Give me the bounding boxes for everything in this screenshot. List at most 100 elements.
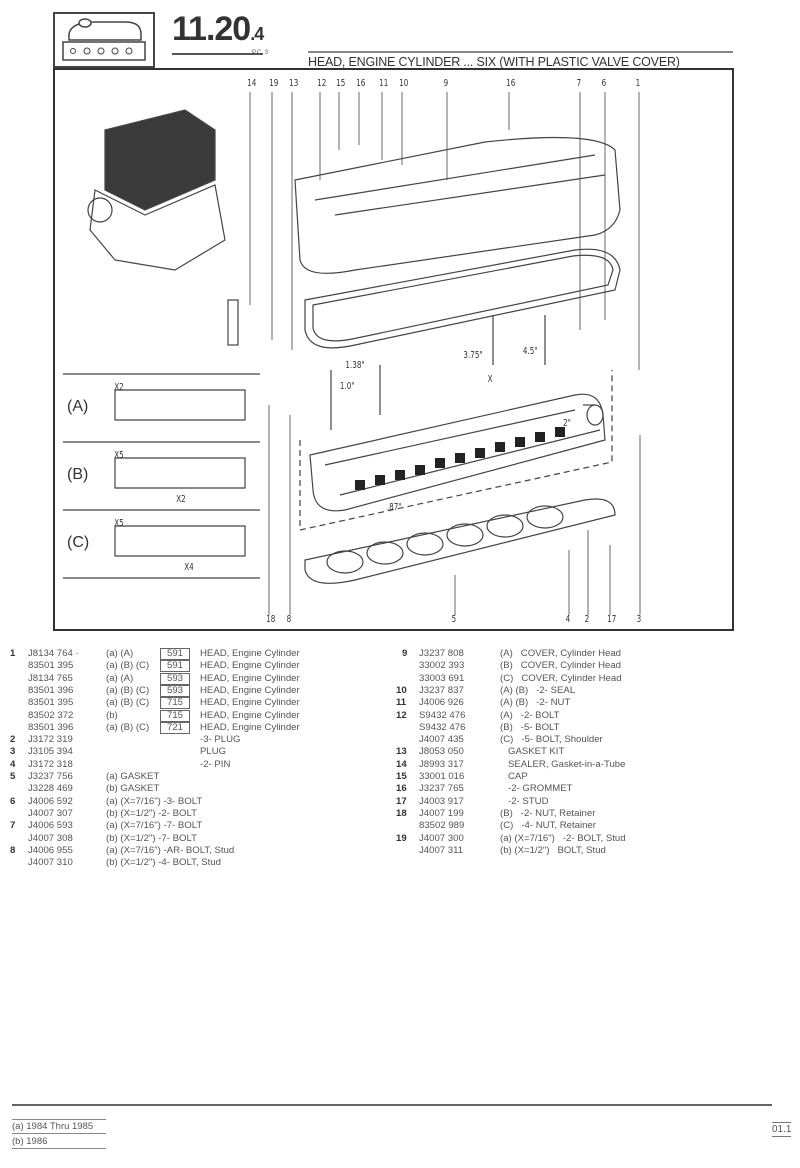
item-number: 12 (396, 709, 407, 721)
part-number: J4006 955 (28, 844, 73, 856)
part-number: J4007 310 (28, 857, 73, 869)
section-number: 11.20.4 (172, 12, 264, 55)
part-description: (b) (X=1/2") BOLT, Stud (500, 844, 606, 856)
part-description: HEAD, Engine Cylinder (200, 648, 300, 659)
part-description: -2- GROMMET (500, 783, 573, 795)
item-number: 6 (10, 795, 16, 807)
part-number: J3237 837 (419, 684, 464, 696)
inset-label: (C) (67, 534, 90, 551)
part-number: J3237 765 (419, 783, 464, 795)
part-note: (a) (X=7/16") -AR- BOLT, Stud (106, 844, 235, 856)
footnote-a: (a) 1984 Thru 1985 (12, 1119, 106, 1134)
code-box: 593 (160, 684, 190, 697)
code-box: 721 (160, 721, 190, 734)
part-number: J4003 917 (419, 795, 464, 807)
part-number: J3105 394 (28, 746, 73, 758)
item-number: 19 (396, 832, 407, 844)
code-box: 593 (160, 672, 190, 685)
callout-label: 5 (451, 614, 457, 625)
part-note: (a) (X=7/16") -7- BOLT (106, 820, 203, 832)
item-number: 14 (396, 758, 407, 770)
part-description: (B) -2- NUT, Retainer (500, 807, 596, 819)
part-note: (b) (X=1/2") -4- BOLT, Stud (106, 857, 221, 869)
callout-label: 15 (336, 78, 346, 89)
part-note: (b) (X=1/2") -2- BOLT (106, 807, 197, 819)
part-number: J4007 435 (419, 734, 464, 746)
part-description: (A) (B) -2- SEAL (500, 684, 576, 696)
part-description: (C) -4- NUT, Retainer (500, 820, 596, 832)
pc-label: P.C. 3 (252, 50, 268, 56)
code-box: 591 (160, 660, 190, 673)
item-number: 3 (10, 746, 16, 758)
inset-label: (B) (67, 466, 89, 483)
dim-x-label: X (487, 374, 493, 385)
part-number: 33003 691 (419, 672, 465, 684)
item-number: 9 (402, 648, 408, 659)
dim-label: .87" (386, 502, 402, 513)
inset-label: (A) (67, 398, 89, 415)
inset-qty: X2 (114, 382, 124, 393)
item-number: 11 (396, 697, 407, 709)
dim-label: 2" (562, 418, 571, 429)
page-number: 01.1 (772, 1122, 792, 1137)
inset-qty: X2 (176, 494, 186, 505)
callout-label: 13 (289, 78, 299, 89)
callout-label: 19 (269, 78, 279, 89)
part-description: (A) COVER, Cylinder Head (500, 648, 622, 659)
part-description: (a) (X=7/16") -2- BOLT, Stud (500, 832, 626, 844)
part-number: J4007 311 (419, 844, 464, 856)
callout-label: 14 (247, 78, 257, 89)
item-number: 15 (396, 771, 407, 782)
part-number: J8134 764 · (28, 648, 79, 659)
part-number: 83502 989 (419, 820, 465, 832)
callout-label: 16 (506, 78, 516, 89)
valve-cover-icon (62, 18, 146, 61)
dim-label: 1.0" (339, 381, 355, 392)
part-note: (a) (X=7/16") -3- BOLT (106, 795, 203, 807)
part-number: J4007 308 (28, 832, 73, 844)
part-description: -3- PLUG (200, 734, 241, 746)
part-description: (C) COVER, Cylinder Head (500, 672, 622, 684)
part-note: (b) GASKET (106, 783, 160, 795)
item-number: 8 (10, 844, 16, 856)
callout-label: 7 (576, 78, 582, 89)
callout-label: 18 (266, 614, 276, 625)
callout-label: 11 (379, 78, 389, 89)
footnote-b: (b) 1986 (12, 1135, 106, 1149)
part-number: J4007 300 (419, 832, 464, 844)
item-number: 1 (10, 648, 16, 659)
footer-rule (12, 1104, 772, 1106)
part-number: J3172 319 (28, 734, 73, 746)
callout-label: 16 (356, 78, 366, 89)
part-note: (a) (A) (106, 672, 134, 684)
item-number: 17 (396, 795, 407, 807)
inset-qty: X4 (184, 562, 194, 573)
dim-label: 4.5" (522, 346, 538, 357)
dim-label: 1.38" (345, 360, 365, 371)
part-description: (B) COVER, Cylinder Head (500, 660, 622, 672)
diagram-drawing (63, 92, 641, 615)
part-number: J8053 050 (419, 746, 464, 758)
inset-qty: X5 (114, 518, 124, 529)
callout-label: 12 (317, 78, 327, 89)
item-number: 13 (396, 746, 407, 758)
title-rule (308, 51, 733, 53)
part-number: J4007 307 (28, 807, 73, 819)
part-description: HEAD, Engine Cylinder (200, 721, 300, 733)
callout-label: 1 (635, 78, 641, 89)
part-number: 83501 396 (28, 721, 74, 733)
part-description: PLUG (200, 746, 227, 758)
part-number: J3237 756 (28, 771, 73, 782)
part-description: (A) -2- BOLT (500, 709, 560, 721)
callout-label: 2 (584, 614, 590, 625)
item-number: 5 (10, 771, 16, 782)
part-number: J3237 808 (419, 648, 464, 659)
part-note: (a) (B) (C) (106, 721, 150, 733)
part-description: HEAD, Engine Cylinder (200, 672, 300, 684)
callout-label: 17 (607, 614, 617, 625)
part-number: J3228 469 (28, 783, 73, 795)
part-description: HEAD, Engine Cylinder (200, 697, 300, 709)
dim-label: 3.75" (463, 350, 483, 361)
code-box: 715 (160, 697, 190, 710)
part-number: 83502 372 (28, 709, 74, 721)
